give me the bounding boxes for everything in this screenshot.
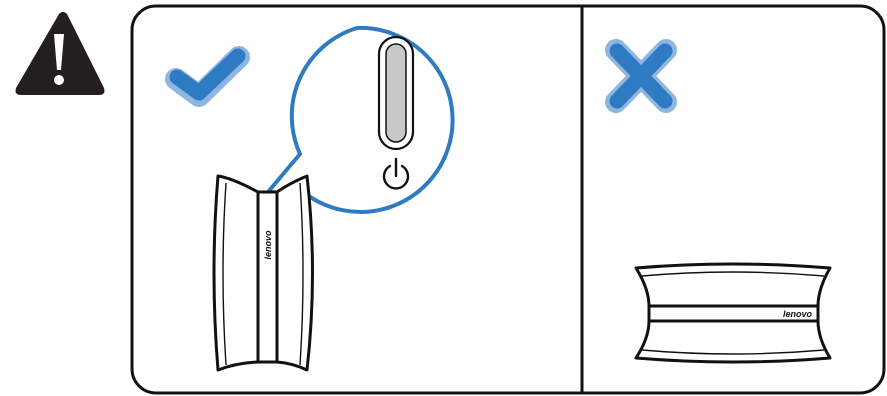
device-brand-label-vertical: lenovo [263, 230, 273, 260]
horizontal-device: lenovo [636, 264, 830, 362]
device-brand-label-horizontal: lenovo [783, 309, 813, 319]
vertical-device: lenovo [214, 176, 313, 370]
light-bar-indicator [379, 37, 413, 149]
warning-triangle-icon [16, 12, 105, 95]
